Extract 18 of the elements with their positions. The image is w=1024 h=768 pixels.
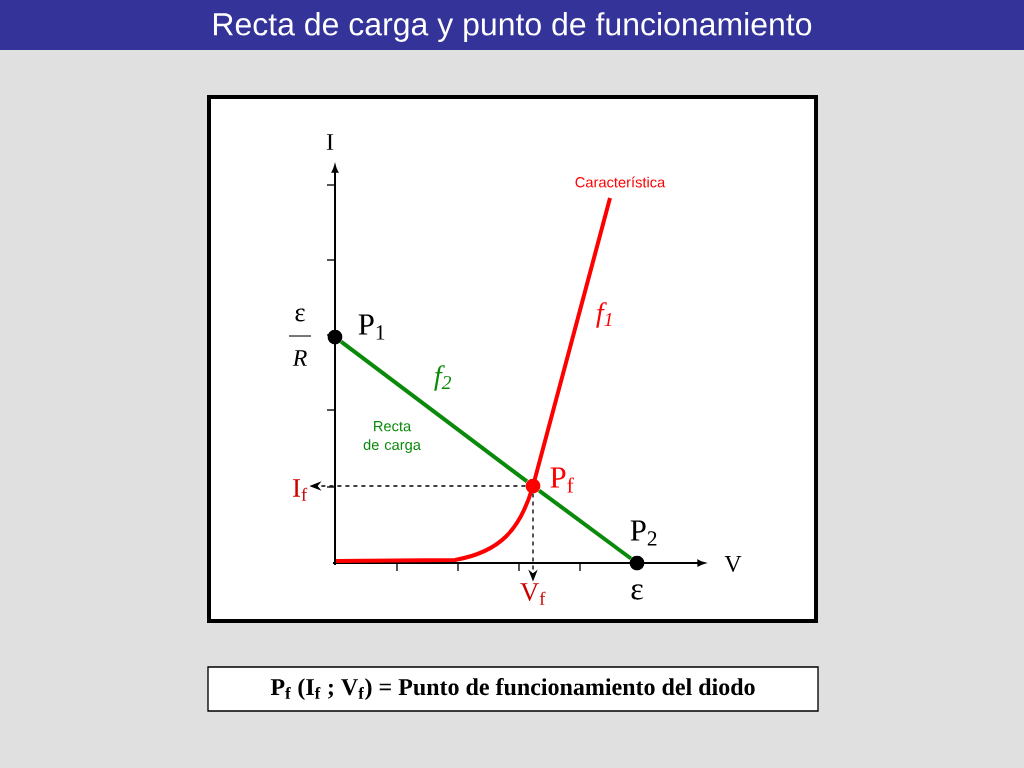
curve-label: Característica bbox=[575, 176, 666, 188]
point-label: V$_{f}$ bbox=[520, 583, 546, 605]
axis-label: I bbox=[326, 134, 334, 150]
axis-value: R bbox=[292, 350, 307, 366]
point-label: P$_{1}$ bbox=[358, 314, 385, 340]
load-line bbox=[537, 488, 633, 561]
load-line bbox=[339, 340, 529, 484]
axis-value: ε bbox=[295, 308, 305, 322]
point-label: P$_{f}$ bbox=[550, 467, 574, 493]
point-label: P$_{2}$ bbox=[630, 520, 657, 546]
caption-box: P$_{f}$ (I$_{f}$ ; V$_{f}$) = Punto de funcionamiento del diodo bbox=[207, 666, 819, 712]
curve-label: f$_{1}$ bbox=[596, 302, 612, 328]
title-bar: Recta de carga y punto de funcionamiento bbox=[0, 0, 1024, 50]
axis-value: ε bbox=[631, 584, 643, 600]
line-label: Recta de carga bbox=[363, 421, 421, 453]
point-label: I$_{f}$ bbox=[293, 479, 308, 501]
axis-label: V bbox=[724, 555, 742, 573]
line-label: f$_{2}$ bbox=[434, 365, 452, 391]
